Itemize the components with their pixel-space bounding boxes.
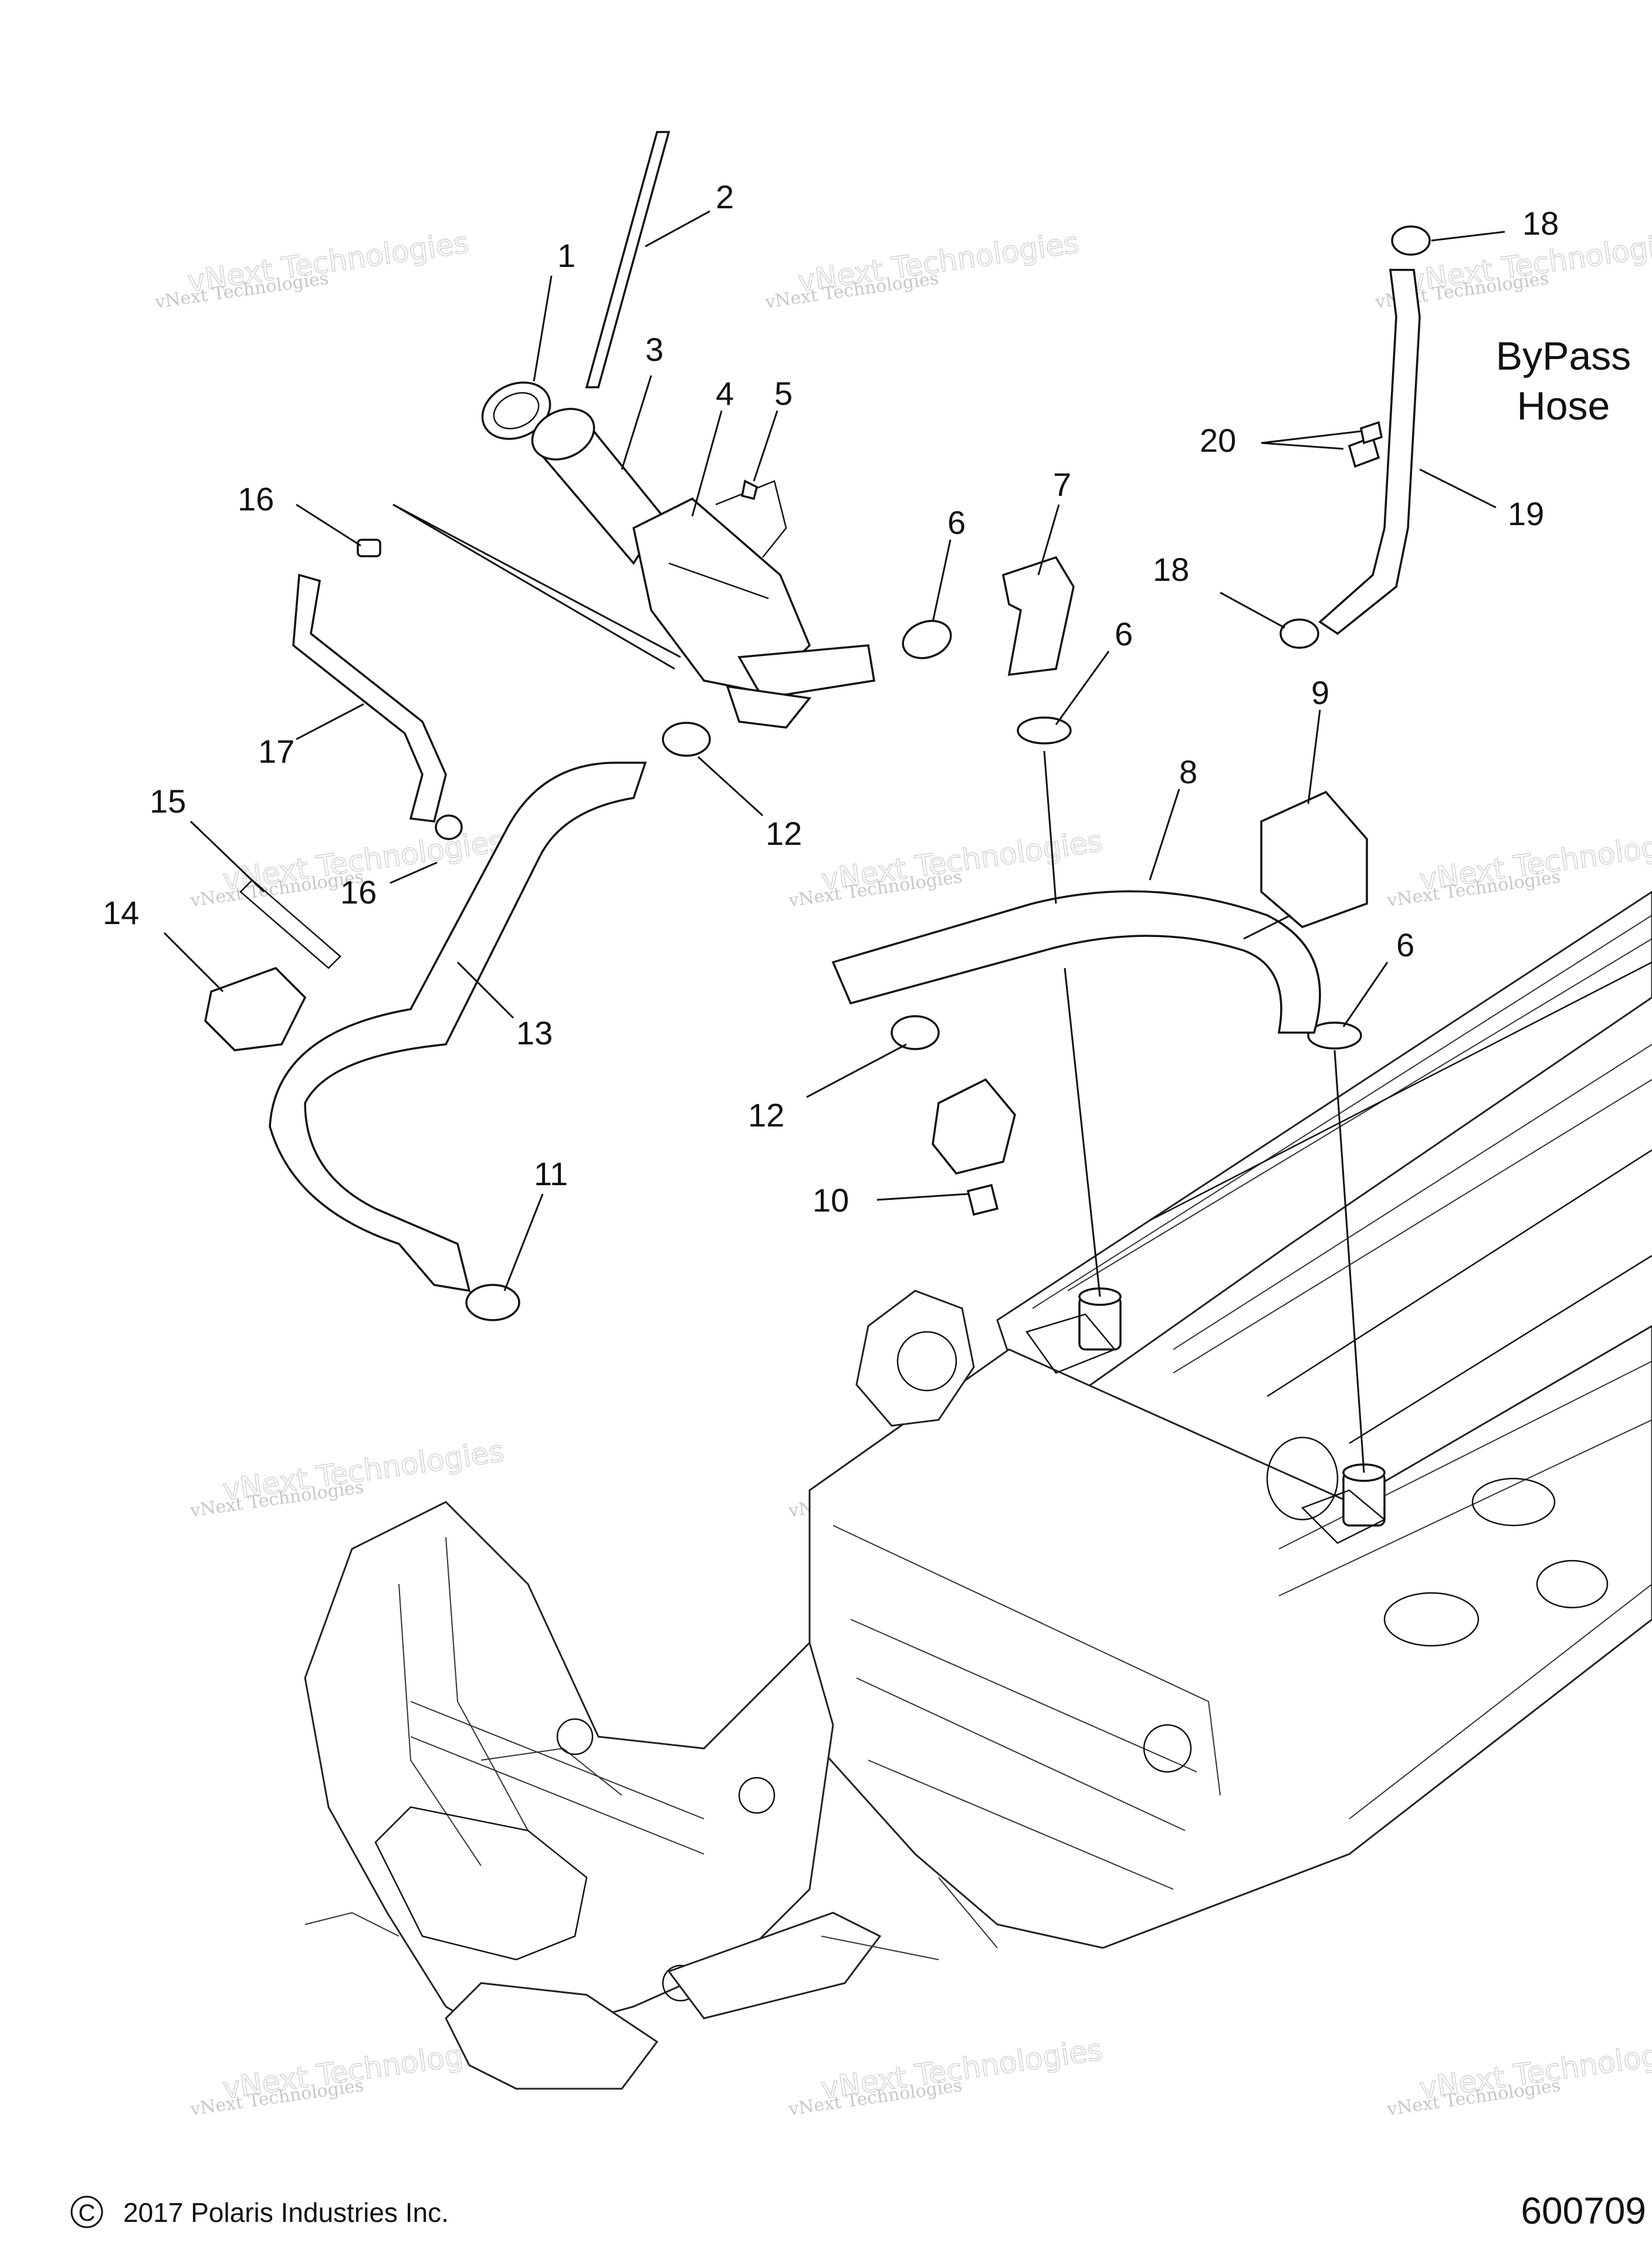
callout-1: 1 — [557, 237, 576, 274]
callout-17: 17 — [258, 733, 294, 770]
copyright-symbol: C — [79, 2200, 96, 2226]
footer: © 2017 Polaris Industries Inc. 600709 C — [70, 2190, 1646, 2232]
watermark: vNext Technologies vNext Technologies — [188, 1433, 506, 1521]
callout-6: 6 — [947, 504, 966, 541]
callout-8: 8 — [1179, 753, 1197, 790]
bracket — [204, 966, 307, 1051]
parts — [204, 131, 1431, 1321]
vent-tube — [585, 131, 671, 388]
callout-10: 10 — [813, 1182, 849, 1219]
callout-3: 3 — [645, 331, 663, 368]
callout-12: 12 — [748, 1097, 784, 1134]
callout-12: 12 — [766, 815, 802, 852]
callout-2: 2 — [716, 178, 734, 215]
callout-11: 11 — [534, 1155, 568, 1192]
screw — [740, 479, 759, 500]
tie-strap — [239, 879, 341, 969]
hose-clamp — [1307, 1021, 1362, 1050]
hose-clamp — [435, 814, 463, 840]
callout-15: 15 — [150, 783, 186, 820]
svg-text:ByPass: ByPass — [1496, 334, 1631, 378]
chassis-frame — [304, 891, 1652, 2090]
callout-16: 16 — [340, 874, 377, 911]
hose-clamp — [1391, 225, 1431, 256]
thermostat — [966, 1183, 999, 1216]
callout-6: 6 — [1396, 926, 1414, 963]
callout-5: 5 — [774, 375, 793, 412]
watermark: vNext Technologies vNext Technologies — [1385, 2032, 1652, 2120]
callout-18: 18 — [1153, 551, 1189, 588]
callout-19: 19 — [1508, 495, 1544, 532]
bypass-hose — [1318, 269, 1421, 635]
callout-14: 14 — [103, 894, 139, 931]
hose-clamp — [1279, 618, 1319, 649]
callout-18: 18 — [1522, 205, 1559, 242]
hose-clamp — [662, 722, 711, 757]
callout-9: 9 — [1311, 674, 1329, 711]
copyright-icon — [70, 2196, 103, 2228]
hose-clip — [1359, 421, 1383, 445]
overflow-hose — [292, 573, 447, 823]
copyright-text: 2017 Polaris Industries Inc. — [123, 2197, 449, 2228]
elbow-hose — [1001, 556, 1075, 676]
callout-6: 6 — [1115, 615, 1133, 652]
hose-clamp — [357, 539, 381, 557]
callout-4: 4 — [716, 375, 734, 412]
callout-13: 13 — [516, 1014, 553, 1051]
hose-clamp — [902, 620, 952, 659]
thermostat-housing — [932, 1078, 1016, 1175]
fill-neck-bottle — [531, 408, 876, 729]
mount-block — [1260, 790, 1368, 928]
callout-numbers: 1 2 3 4 5 6 7 6 8 9 6 10 11 12 12 13 14 … — [103, 178, 1559, 1219]
hose-clamp — [1017, 716, 1072, 745]
pressure-cap — [481, 381, 551, 440]
watermark: vNext Technologies vNext Technologies — [787, 2032, 1105, 2120]
callout-7: 7 — [1053, 466, 1071, 503]
radiator-hose — [269, 762, 647, 1293]
leader-lines — [163, 210, 1505, 1473]
coolant-hose — [831, 890, 1321, 1034]
watermark: vNext Technologies vNext Technologies — [153, 225, 471, 313]
svg-text:Hose: Hose — [1517, 384, 1610, 428]
hose-clamp — [465, 1284, 520, 1321]
figure-id: 600709 — [1521, 2190, 1646, 2232]
watermark: vNext Technologies vNext Technologies — [1385, 823, 1652, 911]
watermark: vNext Technologies vNext Technologies — [763, 225, 1081, 313]
callout-20: 20 — [1200, 422, 1236, 459]
callout-16: 16 — [238, 481, 274, 517]
bypass-hose-note: ByPass Hose — [1496, 334, 1631, 428]
hose-clamp — [891, 1015, 940, 1050]
